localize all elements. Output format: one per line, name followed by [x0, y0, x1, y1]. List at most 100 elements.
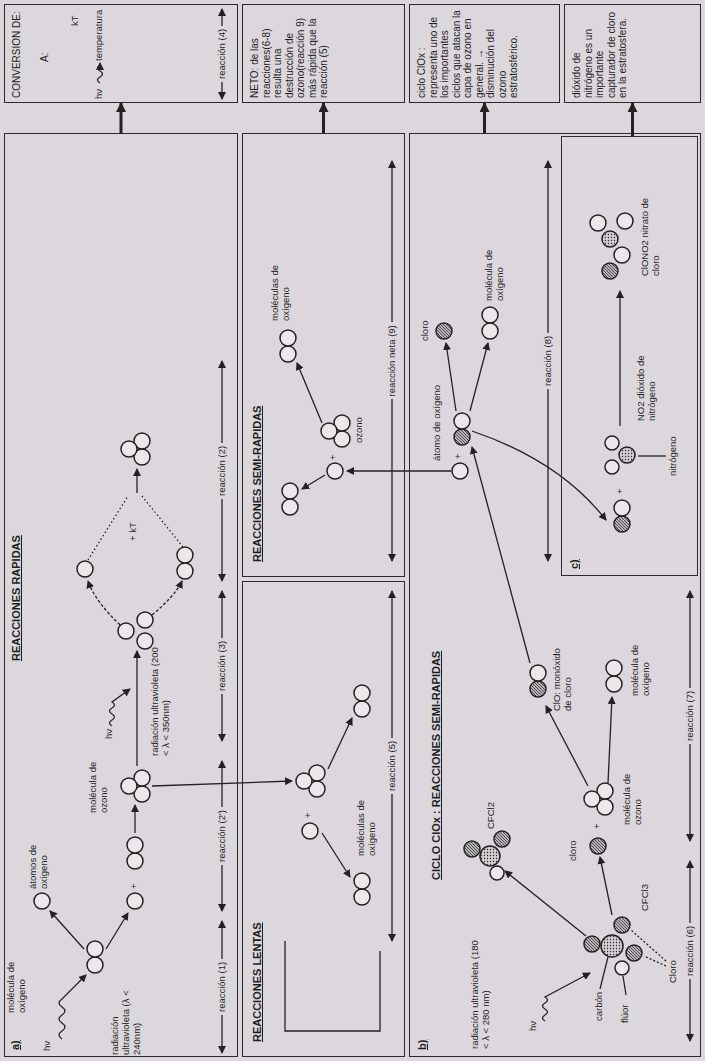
illustration-part [110, 689, 131, 726]
annotation: ClO: monóxido de cloro [552, 641, 574, 711]
annotation: hν [42, 1041, 53, 1051]
panel-fast: a) [4, 133, 238, 1057]
illustration-part [494, 831, 510, 847]
illustration-part [600, 957, 608, 989]
annotation: hν [104, 729, 115, 739]
illustration-part [452, 463, 468, 479]
annotation: Cloro [668, 960, 679, 983]
illustration-part [328, 718, 352, 769]
panel-slow: REACCIONES LENTAS [242, 581, 405, 1057]
annotation: CFCl3 [640, 884, 651, 911]
reaction-label: reacción (8) [543, 333, 554, 389]
heading: REACCIONES SEMI-RAPIDAS [251, 406, 264, 562]
illustration-part [106, 913, 128, 949]
annotation: ozono [354, 417, 365, 443]
illustration-part [88, 496, 128, 560]
illustration-part [354, 873, 370, 905]
illustration-part [321, 415, 350, 447]
illustration-part [136, 651, 137, 766]
panel-nitrate: c) [561, 136, 698, 576]
illustration-part [614, 500, 630, 516]
annotation: cloro [420, 320, 431, 341]
annotation: temperatura [94, 10, 105, 61]
illustration-part [296, 765, 325, 797]
illustration-part [454, 413, 470, 429]
illustration-part [605, 436, 619, 474]
illustration-part [34, 893, 50, 909]
illustration-part [152, 581, 182, 615]
illustration-part [608, 697, 612, 783]
illustration-part [480, 846, 500, 866]
annotation: radiación ultravioleta (λ < 240nm) [110, 975, 143, 1055]
illustration-part [505, 871, 586, 936]
heading: REACCIONES LENTAS [251, 922, 264, 1042]
illustration-part [546, 706, 588, 786]
illustration-part [615, 961, 629, 975]
annotation: átomo de oxígeno [432, 385, 443, 461]
illustration-part [472, 431, 606, 520]
illustration-part [617, 213, 633, 229]
illustration-part [127, 837, 143, 869]
annotation: CFCl2 [486, 802, 497, 829]
annotation: molécula de oxígeno [630, 636, 652, 696]
illustration-part [59, 975, 86, 1039]
illustration-part [177, 547, 193, 579]
illustration-part [543, 973, 591, 1021]
heading: b) [416, 1040, 429, 1050]
reaction-label: reacción neta (9) [387, 322, 398, 399]
illustration-part [98, 63, 103, 83]
illustration-part [464, 841, 480, 857]
flow-arrow [322, 103, 325, 133]
illustration-part [590, 838, 606, 854]
illustration-part [605, 436, 619, 450]
box-text: dióxido de nitrógeno es un importante ca… [571, 8, 629, 98]
box-text: CONVERSION DE: [11, 8, 23, 98]
illustration-part [482, 307, 498, 339]
heading: a) [9, 1040, 22, 1050]
illustration-part [121, 770, 150, 802]
illustration-part [470, 343, 488, 411]
annotation: moléculas de oxígeno [356, 776, 378, 856]
panel-semi: REACCIONES SEMI-RAPIDAS [242, 133, 405, 577]
illustration-part [134, 805, 135, 833]
section-heading: REACCIONES RAPIDAS [10, 535, 23, 661]
illustration-part [436, 323, 452, 339]
annotation: molécula de oxígeno [6, 949, 28, 1013]
illustration-part [530, 681, 546, 697]
illustration-part [601, 935, 623, 957]
heading: c) [568, 559, 581, 569]
illustration-part [584, 917, 642, 961]
illustration-part [464, 831, 510, 857]
illustration-part [347, 470, 451, 471]
reaction-label: reacción (7) [685, 688, 696, 744]
illustration-part [77, 561, 93, 577]
annotation: hν [528, 1021, 539, 1031]
annotation: radiación ultravioleta (200 < λ < 350nm) [150, 641, 172, 756]
annotation: ClONO2 nitrato de cloro [640, 186, 662, 276]
illustration-part [530, 665, 546, 681]
illustration-part [88, 581, 120, 625]
illustration-part [354, 685, 370, 717]
reaction-label: reacción (2) [217, 443, 228, 499]
illustration-part [602, 263, 618, 279]
illustration-part [638, 455, 666, 456]
illustration-part [285, 941, 380, 1031]
illustration-part [127, 893, 143, 909]
annotation: hν [94, 89, 105, 99]
box-text: ciclo ClOx : representa uno de los impor… [416, 8, 520, 98]
annotation: cloro [568, 840, 579, 861]
annotation: nitrógeno [668, 436, 679, 476]
note-box: dióxido de nitrógeno es un importante ca… [564, 4, 701, 103]
heading: CICLO ClOx : REACCIONES SEMI-RAPIDAS [430, 651, 443, 880]
flow-arrow [631, 103, 634, 137]
annotation: molécula de ozono [88, 757, 110, 813]
illustration-part [302, 823, 318, 839]
annotation: + [453, 453, 464, 459]
flow-arrow [120, 103, 123, 133]
illustration-part [327, 463, 343, 479]
illustration-part [590, 215, 606, 231]
illustration-part [605, 460, 619, 474]
illustration-part [490, 866, 504, 880]
